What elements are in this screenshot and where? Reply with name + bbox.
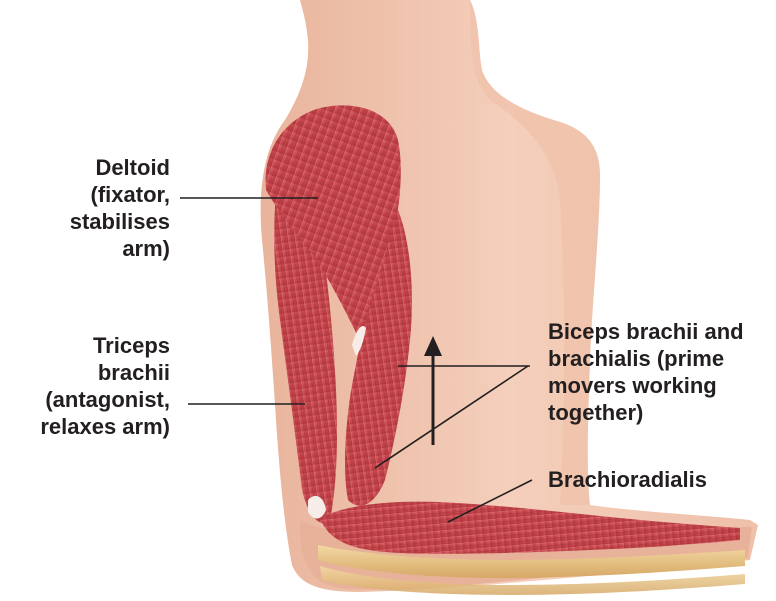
body-silhouette xyxy=(261,0,758,592)
deltoid-label-line: Deltoid xyxy=(20,154,170,181)
triceps-label-line: relaxes arm) xyxy=(10,413,170,440)
triceps-label: Triceps brachii (antagonist, relaxes arm… xyxy=(10,332,170,440)
biceps-label-line: together) xyxy=(548,399,768,426)
triceps-label-line: Triceps xyxy=(10,332,170,359)
brachioradialis-label-line: Brachioradialis xyxy=(548,466,768,493)
triceps-label-line: brachii xyxy=(10,359,170,386)
deltoid-label-line: arm) xyxy=(20,235,170,262)
deltoid-label-line: stabilises xyxy=(20,208,170,235)
biceps-label-line: movers working xyxy=(548,372,768,399)
deltoid-label-line: (fixator, xyxy=(20,181,170,208)
biceps-label: Biceps brachii and brachialis (prime mov… xyxy=(548,318,768,426)
triceps-label-line: (antagonist, xyxy=(10,386,170,413)
brachioradialis-label: Brachioradialis xyxy=(548,466,768,493)
deltoid-label: Deltoid (fixator, stabilises arm) xyxy=(20,154,170,262)
biceps-label-line: Biceps brachii and xyxy=(548,318,768,345)
biceps-label-line: brachialis (prime xyxy=(548,345,768,372)
